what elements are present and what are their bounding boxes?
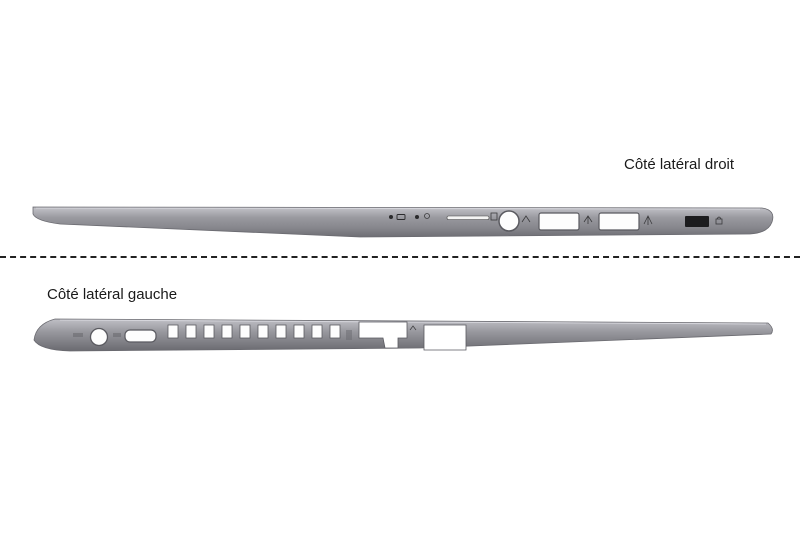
right-side-label: Côté latéral droit <box>624 156 735 173</box>
port-symbol-icon <box>409 325 417 331</box>
port-cutout <box>358 321 408 349</box>
usb-port-icon[interactable] <box>538 212 580 231</box>
audio-jack-icon[interactable] <box>498 210 520 232</box>
dc-in-icon[interactable] <box>89 327 109 347</box>
usb-port-icon-2[interactable] <box>598 212 640 231</box>
vent-grille <box>167 324 341 339</box>
usb-symbol-icon-2 <box>643 215 653 225</box>
usb-symbol-icon <box>583 215 593 224</box>
port-label-text <box>346 330 352 340</box>
power-light-icon <box>415 213 430 219</box>
left-side-label: Côté latéral gauche <box>47 286 178 303</box>
led-indicator-icon <box>389 215 393 219</box>
right-side-chassis <box>32 206 774 238</box>
hdmi-port-icon[interactable] <box>124 329 157 343</box>
sd-card-slot[interactable] <box>446 215 490 220</box>
dc-label-text <box>73 333 121 337</box>
battery-icon <box>396 214 406 220</box>
kensington-lock-icon[interactable] <box>685 216 709 227</box>
port-cutout-2 <box>423 324 467 351</box>
lock-symbol-icon <box>715 216 723 225</box>
sd-card-icon <box>490 212 498 221</box>
dashed-divider <box>0 256 800 258</box>
audio-symbol-icon <box>521 215 531 223</box>
